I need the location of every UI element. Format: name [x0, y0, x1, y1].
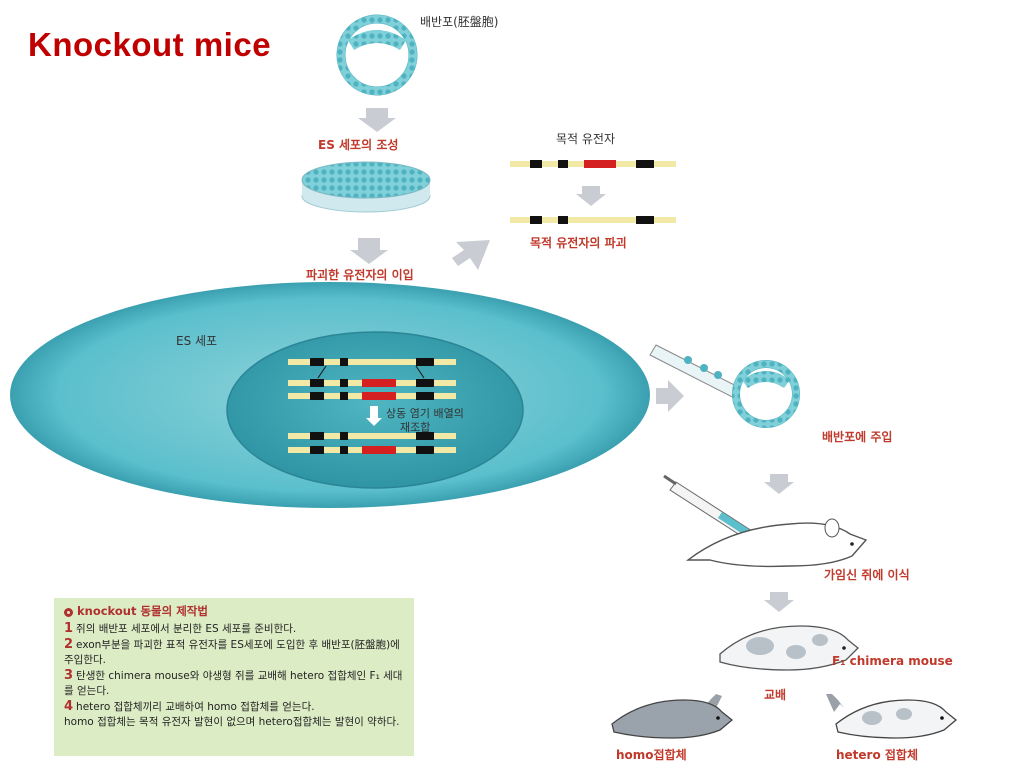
arrow-cross-left: [704, 694, 722, 712]
label-gene-disruption: 목적 유전자의 파괴: [530, 236, 627, 250]
arrow-down-3: [764, 474, 794, 494]
label-recombination-2: 재조합: [400, 421, 431, 434]
es-cell: [10, 282, 650, 508]
blastocyst-injected: [732, 360, 800, 428]
label-gene-transfer: 파괴한 유전자의 이입: [306, 268, 414, 282]
chromosome-bars: [288, 358, 456, 454]
label-homo: homo접합체: [616, 748, 687, 762]
label-es-cell: ES 세포: [176, 334, 218, 348]
arrow-diagonal: [452, 240, 490, 270]
label-inject-blastocyst: 배반포에 주입: [822, 430, 893, 444]
label-transfer-pregnant: 가임신 쥐에 이식: [824, 568, 910, 582]
ring-icon: [64, 608, 73, 617]
pregnant-mouse: [685, 518, 868, 568]
procedure-note: homo 접합체는 목적 유전자 발현이 없으며 hetero접합체는 발현이 …: [64, 716, 400, 728]
arrow-down-1: [358, 108, 396, 132]
chimera-mouse: [719, 625, 859, 671]
recombination-arrow: [366, 406, 382, 426]
label-blastocyst: 배반포(胚盤胞): [420, 15, 499, 29]
label-cross: 교배: [764, 688, 787, 702]
arrow-down-4: [764, 592, 794, 612]
hetero-mouse: [835, 699, 958, 739]
label-f1-chimera: F₁ chimera mouse: [832, 654, 953, 668]
label-target-gene: 목적 유전자: [556, 132, 616, 146]
procedure-heading: knockout 동물의 제작법: [64, 604, 404, 619]
label-hetero: hetero 접합체: [836, 748, 919, 762]
blastocyst-top: [336, 14, 418, 96]
homo-mouse: [611, 699, 734, 739]
label-es-formation: ES 세포의 조성: [318, 138, 399, 152]
arrow-down-gene: [576, 186, 606, 206]
arrow-right: [656, 380, 684, 412]
page-title: Knockout mice: [28, 26, 272, 63]
es-culture-dish: [301, 161, 431, 213]
target-gene-bar: [510, 160, 676, 168]
disrupted-gene-bar: [510, 216, 676, 224]
arrow-down-2: [350, 238, 388, 264]
label-recombination-1: 상동 염기 배열의: [386, 407, 464, 420]
arrow-cross-right: [826, 694, 844, 712]
